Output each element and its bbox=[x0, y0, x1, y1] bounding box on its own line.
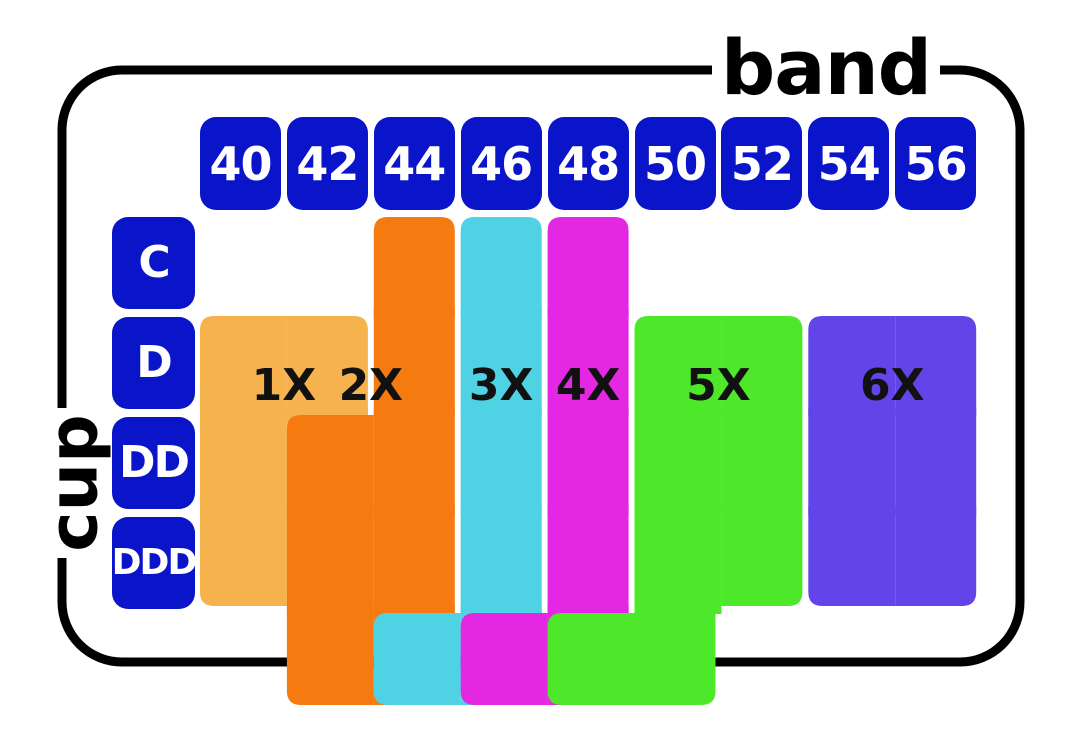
size-region-5x bbox=[547, 316, 803, 705]
size-region-2x bbox=[286, 217, 455, 705]
size-label-6x: 6X bbox=[860, 360, 925, 411]
size-cell bbox=[808, 514, 896, 606]
size-cell bbox=[547, 316, 629, 415]
size-cell bbox=[460, 613, 548, 705]
size-region-3x bbox=[373, 217, 542, 705]
size-cell-joint bbox=[200, 407, 287, 416]
size-cell bbox=[460, 415, 542, 514]
size-label-3x: 3X bbox=[469, 360, 534, 411]
size-cell-joint bbox=[634, 605, 722, 614]
size-cell-joint bbox=[895, 506, 977, 515]
size-cell-joint bbox=[460, 308, 542, 317]
size-cell-joint bbox=[634, 407, 722, 416]
size-cell bbox=[721, 415, 803, 514]
size-cell bbox=[547, 514, 629, 613]
size-cell-joint bbox=[373, 308, 455, 317]
size-cell bbox=[373, 316, 455, 415]
size-cell bbox=[373, 613, 461, 705]
size-cell-joint bbox=[547, 407, 629, 416]
band-size-50: 50 bbox=[634, 117, 716, 210]
band-size-52: 52 bbox=[721, 117, 803, 210]
band-size-42: 42 bbox=[286, 117, 368, 210]
size-cell bbox=[634, 316, 722, 415]
band-size-44: 44 bbox=[373, 117, 455, 210]
band-size-56: 56 bbox=[895, 117, 977, 210]
size-label-5x: 5X bbox=[686, 360, 751, 411]
size-label-4x: 4X bbox=[556, 360, 621, 411]
band-size-46: 46 bbox=[460, 117, 542, 210]
size-cell-joint bbox=[460, 506, 542, 515]
size-cell bbox=[721, 316, 803, 415]
cup-size-dd: DD bbox=[112, 417, 195, 509]
size-region-6x bbox=[808, 316, 977, 606]
size-cell bbox=[286, 613, 374, 705]
size-cell bbox=[547, 613, 635, 705]
band-axis-title: band bbox=[712, 30, 940, 108]
size-cell bbox=[634, 613, 716, 705]
size-cell bbox=[808, 415, 896, 514]
cup-size-ddd: DDD bbox=[112, 517, 197, 609]
size-label-2x: 2X bbox=[339, 360, 404, 411]
size-cell bbox=[460, 316, 542, 415]
size-cell bbox=[373, 415, 455, 514]
size-cell bbox=[373, 217, 455, 316]
size-cell bbox=[547, 217, 629, 316]
size-cell bbox=[895, 316, 977, 415]
size-cell bbox=[460, 514, 542, 613]
band-size-54: 54 bbox=[808, 117, 890, 210]
size-cell-joint bbox=[373, 605, 455, 614]
size-cell-joint bbox=[547, 605, 629, 614]
size-cell-joint bbox=[547, 506, 629, 515]
cup-size-d: D bbox=[112, 317, 195, 409]
size-cell-joint bbox=[286, 407, 368, 416]
size-cell bbox=[373, 514, 455, 613]
size-cell-joint bbox=[373, 506, 455, 515]
size-cell-joint bbox=[808, 506, 896, 515]
size-cell-joint bbox=[286, 506, 374, 515]
size-cell bbox=[286, 316, 368, 415]
size-cell bbox=[721, 514, 803, 606]
cup-size-c: C bbox=[112, 217, 195, 309]
size-cell-joint bbox=[460, 407, 542, 416]
size-cell-joint bbox=[200, 506, 287, 515]
size-cell bbox=[200, 316, 287, 415]
size-cell bbox=[895, 514, 977, 606]
size-label-1x: 1X bbox=[252, 360, 317, 411]
size-cell-joint bbox=[373, 407, 455, 416]
size-cell bbox=[634, 514, 722, 613]
size-cell-joint bbox=[547, 308, 629, 317]
size-cell-joint bbox=[286, 605, 374, 614]
size-cell bbox=[895, 415, 977, 514]
size-cell bbox=[286, 415, 374, 514]
size-cell bbox=[460, 217, 542, 316]
band-size-48: 48 bbox=[547, 117, 629, 210]
size-cell-joint bbox=[721, 407, 803, 416]
size-cell bbox=[200, 514, 287, 606]
size-cell bbox=[634, 415, 722, 514]
size-cell bbox=[547, 415, 629, 514]
size-cell-joint bbox=[721, 506, 803, 515]
size-cell bbox=[200, 415, 287, 514]
size-cell bbox=[808, 316, 896, 415]
size-cell bbox=[286, 514, 374, 613]
size-cell-joint bbox=[634, 506, 722, 515]
size-cell-joint bbox=[895, 407, 977, 416]
cup-axis-title: cup bbox=[20, 408, 130, 558]
band-size-40: 40 bbox=[200, 117, 281, 210]
size-cell-joint bbox=[460, 605, 542, 614]
size-cell-joint bbox=[808, 407, 896, 416]
